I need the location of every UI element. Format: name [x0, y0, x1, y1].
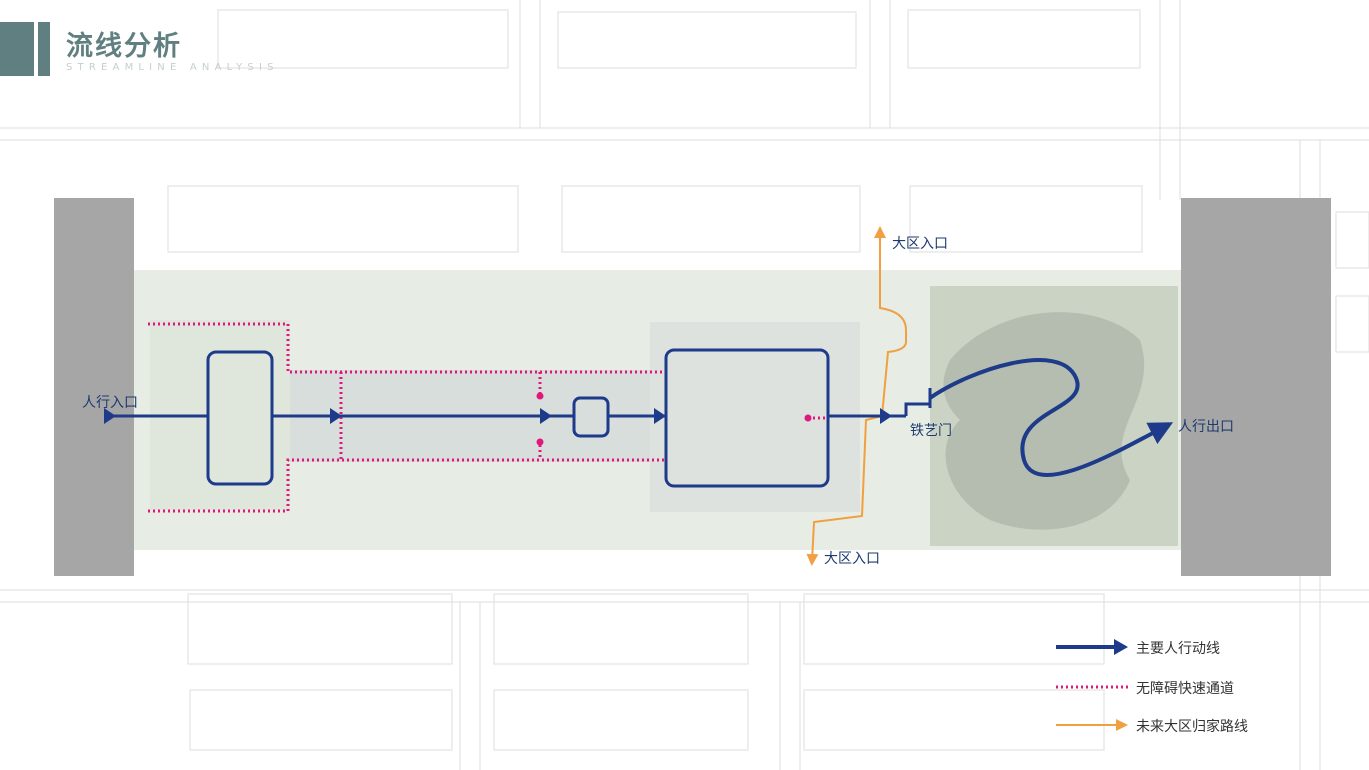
- title-accent-bar: [0, 22, 34, 76]
- legend-barrier-swatch: [1056, 685, 1128, 689]
- legend-future-route: 未来大区归家路线: [1054, 714, 1314, 736]
- road-left: [54, 198, 134, 576]
- legend-future-label: 未来大区归家路线: [1136, 719, 1248, 735]
- legend-main-route: 主要人行动线: [1054, 636, 1314, 658]
- district-entrance-top-label: 大区入口: [892, 236, 948, 252]
- legend-barrier-free: 无障碍快速通道: [1054, 676, 1314, 698]
- pedestrian-exit-label: 人行出口: [1178, 419, 1234, 435]
- main-pedestrian-route: [108, 348, 1174, 488]
- barrier-node: [536, 392, 544, 400]
- page-title: 流线分析: [66, 31, 182, 62]
- iron-gate-label: 铁艺门: [910, 423, 952, 439]
- road-right: [1181, 198, 1331, 576]
- legend-main-label: 主要人行动线: [1136, 641, 1220, 657]
- pedestrian-entrance-label: 人行入口: [82, 395, 138, 411]
- title-accent-bar-thin: [38, 22, 50, 76]
- legend-future-swatch: [1056, 719, 1128, 731]
- future-home-route: [806, 226, 907, 566]
- route-arrowheads: [104, 408, 892, 424]
- district-entrance-bottom-label: 大区入口: [824, 551, 880, 567]
- barrier-node: [536, 438, 544, 446]
- page-subtitle: STREAMLINE ANALYSIS: [66, 62, 279, 73]
- legend-barrier-label: 无障碍快速通道: [1136, 681, 1234, 697]
- legend-main-swatch: [1056, 639, 1128, 655]
- barrier-free-route: [148, 322, 826, 513]
- garden-dark-pattern: [943, 312, 1145, 530]
- barrier-node: [804, 414, 812, 422]
